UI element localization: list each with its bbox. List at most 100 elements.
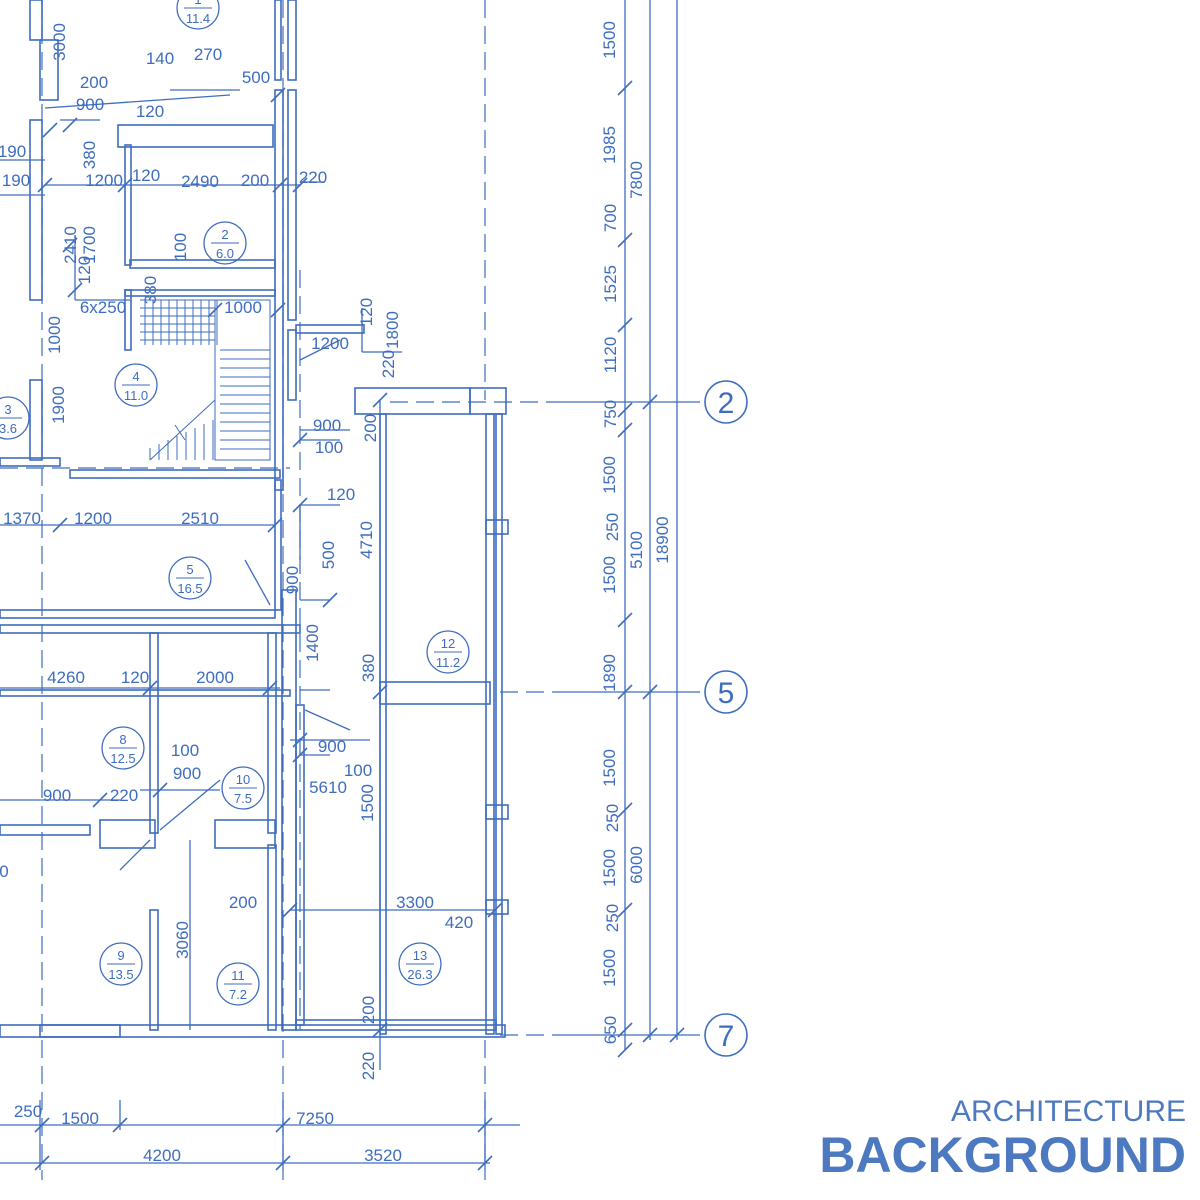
dimension-label: 500 [242,68,270,87]
room-tag-circle [426,630,470,674]
dimension-label: 1890 [600,654,619,692]
walls [0,0,509,1038]
wall [29,119,43,301]
dimension-label: 5610 [309,778,347,797]
dimension-label: 1370 [3,509,41,528]
room-number: 9 [117,948,124,963]
dimension-label: 1200 [85,171,123,190]
dimension-tick [322,592,338,608]
dimension-tick [487,902,503,918]
axis-marker-7: 7 [704,1013,748,1057]
dimension-label: 650 [601,1016,620,1044]
dimension-tick [617,1022,633,1038]
room-tag-circle [203,221,247,265]
room-area: 7.5 [234,791,252,806]
room-area: 11.0 [124,388,148,403]
dimension-tick [372,684,388,700]
axis-circle [704,1013,748,1057]
room-number: 13 [413,948,427,963]
dimension-label: 140 [146,49,174,68]
room-tag-10: 107.5 [221,766,265,810]
dimension-tick [275,1117,291,1133]
wall [295,1019,497,1031]
dimension-label: 100 [171,741,199,760]
wall [69,469,281,479]
wall [0,609,276,619]
dimension-tick [34,1117,50,1133]
wall [99,819,156,849]
dimension-label: 2410 [61,226,80,264]
wall [281,589,297,1031]
room-area: 12.5 [110,751,135,766]
dimension-tick [267,517,283,533]
dimension-tick [617,422,633,438]
dimension-label: 2000 [196,668,234,687]
wall [295,324,365,334]
dimension-label: 120 [121,668,149,687]
dimension-label: 270 [194,45,222,64]
room-tag-11: 117.2 [216,962,260,1006]
wall [379,681,491,705]
dimension-label: 100 [315,438,343,457]
wall [274,479,282,611]
wall [129,259,276,269]
thin-line [299,339,341,361]
dimension-label: 3060 [173,921,192,959]
dimension-label: 6x250 [80,298,126,317]
room-number: 12 [441,636,455,651]
wall [124,144,132,266]
axis-label: 5 [718,677,735,710]
room-tag-2: 26.0 [203,221,247,265]
room-number: 2 [221,227,228,242]
room-tag-1: 111.4 [176,0,220,30]
dimension-label: 1985 [600,126,619,164]
dimension-label: 0 [0,862,9,881]
stair-landing [149,399,216,461]
wall [485,519,509,535]
room-tag-circle [216,962,260,1006]
dimension-tick [617,802,633,818]
dimension-label: 1500 [600,21,619,59]
wall [485,804,509,820]
dimension-label: 2510 [181,509,219,528]
dimension-tick [642,394,658,410]
wall [0,824,91,836]
dimension-tick [292,432,308,448]
wall [379,413,387,1035]
wall [117,124,274,148]
room-area: 3.6 [0,421,17,436]
dimension-tick [669,1027,685,1043]
thin-line [244,559,271,606]
dimension-label: 200 [241,171,269,190]
stair-flight [214,299,271,461]
room-tag-circle [114,363,158,407]
dimension-tick [617,1042,633,1058]
thin-line [304,709,351,731]
dimension-label: 1000 [224,298,262,317]
axis-label: 2 [718,387,735,420]
wall [0,457,61,467]
dimension-label: 250 [603,513,622,541]
dimension-tick [52,517,68,533]
dimension-label: 3520 [364,1146,402,1165]
axis-marker-2: 2 [704,380,748,424]
room-tag-circle [398,942,442,986]
dimension-label: 900 [313,416,341,435]
dimension-label: 5100 [627,531,646,569]
dimension-label: 2490 [181,172,219,191]
dimension-tick [617,902,633,918]
dashed-lines [0,0,560,1180]
dimension-label: 250 [603,904,622,932]
dimension-label: 1525 [601,265,620,303]
dimension-label: 420 [445,913,473,932]
dimension-tick [617,80,633,96]
dimension-label: 200 [229,893,257,912]
dimension-label: 120 [132,166,160,185]
dimension-label: 1200 [311,334,349,353]
dimension-tick [272,177,288,193]
room-number: 3 [4,402,11,417]
dimension-label: 7800 [627,161,646,199]
dimension-label: 120 [136,102,164,121]
